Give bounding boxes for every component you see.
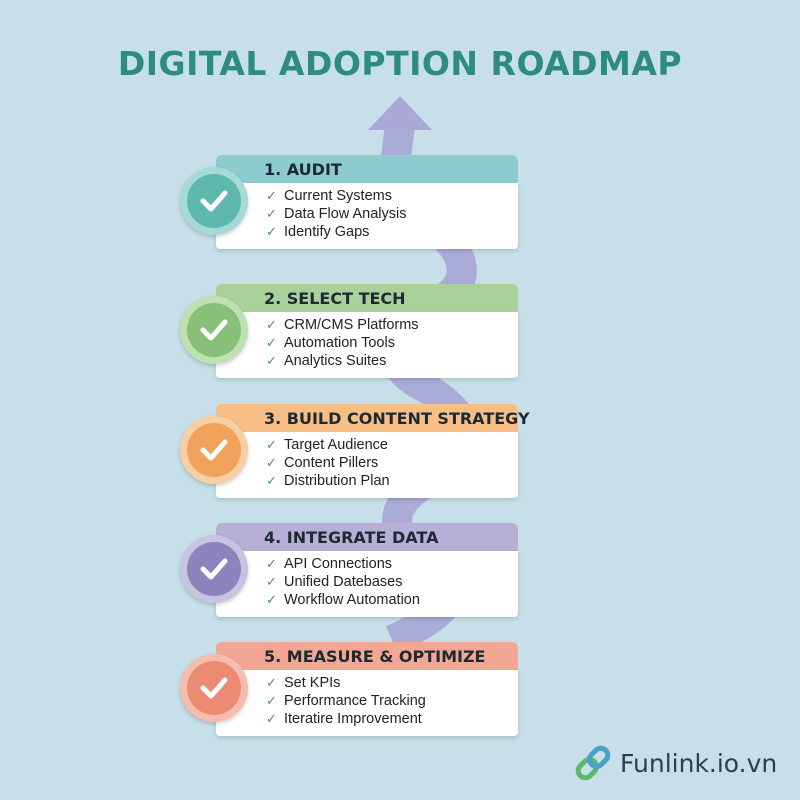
step-badge bbox=[180, 416, 248, 484]
step-item: ✓ Set KPIs bbox=[266, 674, 426, 692]
step-title: 4. INTEGRATE DATA bbox=[264, 528, 439, 547]
check-icon: ✓ bbox=[266, 455, 277, 471]
step-item-label: Performance Tracking bbox=[284, 693, 426, 709]
roadmap-step-measure-optimize: 5. MEASURE & OPTIMIZE ✓ Set KPIs ✓ Perform… bbox=[180, 642, 520, 742]
step-item-label: CRM/CMS Platforms bbox=[284, 317, 419, 333]
step-item: ✓ Iteratire Improvement bbox=[266, 710, 426, 728]
step-item-label: Data Flow Analysis bbox=[284, 206, 407, 222]
step-title: 2. SELECT TECH bbox=[264, 289, 406, 308]
step-title: 1. AUDIT bbox=[264, 160, 342, 179]
step-item: ✓ Current Systems bbox=[266, 187, 407, 205]
checkmark-icon bbox=[200, 558, 228, 580]
brand-name: Funlink.io.vn bbox=[620, 748, 778, 778]
roadmap-step-integrate-data: 4. INTEGRATE DATA ✓ API Connections ✓ Unif… bbox=[180, 523, 520, 623]
check-icon: ✓ bbox=[266, 693, 277, 709]
check-icon: ✓ bbox=[266, 675, 277, 691]
step-item-label: Identify Gaps bbox=[284, 224, 370, 240]
step-item: ✓ Unified Datebases bbox=[266, 573, 420, 591]
step-item: ✓ Target Audience bbox=[266, 436, 390, 454]
step-item-label: Analytics Suites bbox=[284, 353, 387, 369]
checkmark-icon bbox=[200, 439, 228, 461]
step-item: ✓ Analytics Suites bbox=[266, 352, 419, 370]
step-item: ✓ CRM/CMS Platforms bbox=[266, 316, 419, 334]
step-item: ✓ Workflow Automation bbox=[266, 591, 420, 609]
step-item-label: Distribution Plan bbox=[284, 473, 390, 489]
step-header-band bbox=[216, 284, 518, 314]
step-item: ✓ Data Flow Analysis bbox=[266, 205, 407, 223]
step-item: ✓ Content Pillers bbox=[266, 454, 390, 472]
step-item-list: ✓ Current Systems ✓ Data Flow Analysis ✓ Id… bbox=[266, 187, 407, 241]
step-item-label: Set KPIs bbox=[284, 675, 341, 691]
check-icon: ✓ bbox=[266, 335, 277, 351]
step-title: 5. MEASURE & OPTIMIZE bbox=[264, 647, 486, 666]
step-item-label: Content Pillers bbox=[284, 455, 379, 471]
step-body bbox=[216, 670, 518, 736]
brand-watermark: Funlink.io.vn bbox=[572, 742, 777, 784]
step-badge bbox=[180, 535, 248, 603]
step-header-band bbox=[216, 155, 518, 185]
step-body bbox=[216, 551, 518, 617]
step-title: 3. BUILD CONTENT STRATEGY bbox=[264, 409, 530, 428]
step-header-band bbox=[216, 404, 518, 434]
checkmark-icon bbox=[200, 319, 228, 341]
roadmap-step-audit: 1. AUDIT ✓ Current Systems ✓ Data Flow Ana… bbox=[180, 155, 520, 255]
check-icon: ✓ bbox=[266, 317, 277, 333]
step-item: ✓ Automation Tools bbox=[266, 334, 419, 352]
step-item-list: ✓ Set KPIs ✓ Performance Tracking ✓ Iterati… bbox=[266, 674, 426, 728]
step-item-list: ✓ CRM/CMS Platforms ✓ Automation Tools ✓ An… bbox=[266, 316, 419, 370]
check-icon: ✓ bbox=[266, 556, 277, 572]
step-item: ✓ Performance Tracking bbox=[266, 692, 426, 710]
step-item-label: Automation Tools bbox=[284, 335, 395, 351]
step-body bbox=[216, 312, 518, 378]
check-icon: ✓ bbox=[266, 437, 277, 453]
step-item-label: Iteratire Improvement bbox=[284, 711, 422, 727]
check-icon: ✓ bbox=[266, 224, 277, 240]
step-item-list: ✓ Target Audience ✓ Content Pillers ✓ Distr… bbox=[266, 436, 390, 490]
checkmark-icon bbox=[200, 190, 228, 212]
check-icon: ✓ bbox=[266, 592, 277, 608]
step-badge bbox=[180, 167, 248, 235]
step-item-label: Workflow Automation bbox=[284, 592, 420, 608]
check-icon: ✓ bbox=[266, 353, 277, 369]
step-item: ✓ Identify Gaps bbox=[266, 223, 407, 241]
step-header-band bbox=[216, 642, 518, 672]
step-body bbox=[216, 432, 518, 498]
step-item: ✓ Distribution Plan bbox=[266, 472, 390, 490]
check-icon: ✓ bbox=[266, 473, 277, 489]
page-title: DIGITAL ADOPTION ROADMAP bbox=[117, 44, 683, 83]
roadmap-step-build-content-strategy: 3. BUILD CONTENT STRATEGY ✓ Target Audien… bbox=[180, 404, 530, 504]
check-icon: ✓ bbox=[266, 188, 277, 204]
step-body bbox=[216, 183, 518, 249]
step-badge bbox=[180, 654, 248, 722]
step-item-label: Target Audience bbox=[284, 437, 388, 453]
step-item-label: Unified Datebases bbox=[284, 574, 403, 590]
step-item-label: API Connections bbox=[284, 556, 393, 572]
check-icon: ✓ bbox=[266, 206, 277, 222]
check-icon: ✓ bbox=[266, 574, 277, 590]
step-item-label: Current Systems bbox=[284, 188, 392, 204]
step-item-list: ✓ API Connections ✓ Unified Datebases ✓ Wor… bbox=[266, 555, 420, 609]
checkmark-icon bbox=[200, 677, 228, 699]
link-icon bbox=[575, 745, 611, 781]
step-badge bbox=[180, 296, 248, 364]
roadmap-step-select-tech: 2. SELECT TECH ✓ CRM/CMS Platforms ✓ Autom… bbox=[180, 284, 520, 384]
step-item: ✓ API Connections bbox=[266, 555, 420, 573]
step-header-band bbox=[216, 523, 518, 553]
check-icon: ✓ bbox=[266, 711, 277, 727]
